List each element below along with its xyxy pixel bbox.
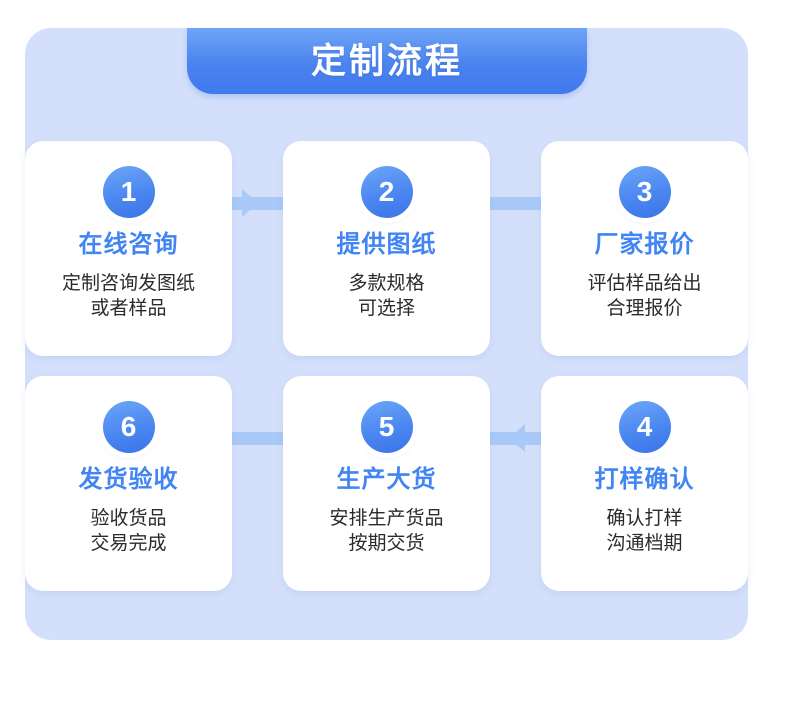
step-description: 确认打样 沟通档期 bbox=[606, 508, 683, 554]
step-number: 4 bbox=[636, 411, 653, 442]
step-title: 发货验收 bbox=[78, 466, 179, 493]
step-title: 打样确认 bbox=[594, 466, 695, 493]
step-title: 厂家报价 bbox=[594, 231, 695, 258]
flow-rows: 1 在线咨询 定制咨询发图纸 或者样品 2 提供图纸 多款规格 可选择 3 厂家… bbox=[25, 28, 748, 640]
step-card-5[interactable]: 5 生产大货 安排生产货品 按期交货 bbox=[283, 376, 490, 591]
flow-row-bottom: 6 发货验收 验收货品 交易完成 5 生产大货 安排生产货品 按期交货 4 打样… bbox=[25, 376, 748, 591]
arrow-right-icon bbox=[242, 189, 258, 217]
step-title: 生产大货 bbox=[336, 466, 437, 493]
step-description: 多款规格 可选择 bbox=[348, 273, 425, 319]
step-number-badge: 4 bbox=[618, 401, 671, 453]
step-number: 5 bbox=[378, 411, 395, 442]
step-number-badge: 3 bbox=[618, 166, 671, 218]
step-description: 安排生产货品 按期交货 bbox=[329, 508, 444, 554]
step-description: 定制咨询发图纸 或者样品 bbox=[61, 273, 195, 319]
step-card-2[interactable]: 2 提供图纸 多款规格 可选择 bbox=[283, 141, 490, 356]
step-number-badge: 2 bbox=[360, 166, 413, 218]
step-description: 验收货品 交易完成 bbox=[90, 508, 167, 554]
step-title: 在线咨询 bbox=[78, 231, 179, 258]
step-description: 评估样品给出 合理报价 bbox=[587, 273, 702, 319]
step-number: 1 bbox=[120, 176, 137, 207]
step-number: 2 bbox=[378, 176, 395, 207]
flow-row-top: 1 在线咨询 定制咨询发图纸 或者样品 2 提供图纸 多款规格 可选择 3 厂家… bbox=[25, 141, 748, 356]
arrow-left-icon bbox=[509, 424, 525, 452]
step-number-badge: 6 bbox=[102, 401, 155, 453]
step-card-4[interactable]: 4 打样确认 确认打样 沟通档期 bbox=[541, 376, 748, 591]
title-banner: 定制流程 bbox=[187, 28, 587, 94]
step-card-6[interactable]: 6 发货验收 验收货品 交易完成 bbox=[25, 376, 232, 591]
page-title: 定制流程 bbox=[310, 41, 463, 81]
step-card-3[interactable]: 3 厂家报价 评估样品给出 合理报价 bbox=[541, 141, 748, 356]
step-card-1[interactable]: 1 在线咨询 定制咨询发图纸 或者样品 bbox=[25, 141, 232, 356]
step-number: 3 bbox=[636, 176, 653, 207]
step-number-badge: 5 bbox=[360, 401, 413, 453]
step-number: 6 bbox=[120, 411, 137, 442]
step-number-badge: 1 bbox=[102, 166, 155, 218]
step-title: 提供图纸 bbox=[336, 231, 437, 258]
